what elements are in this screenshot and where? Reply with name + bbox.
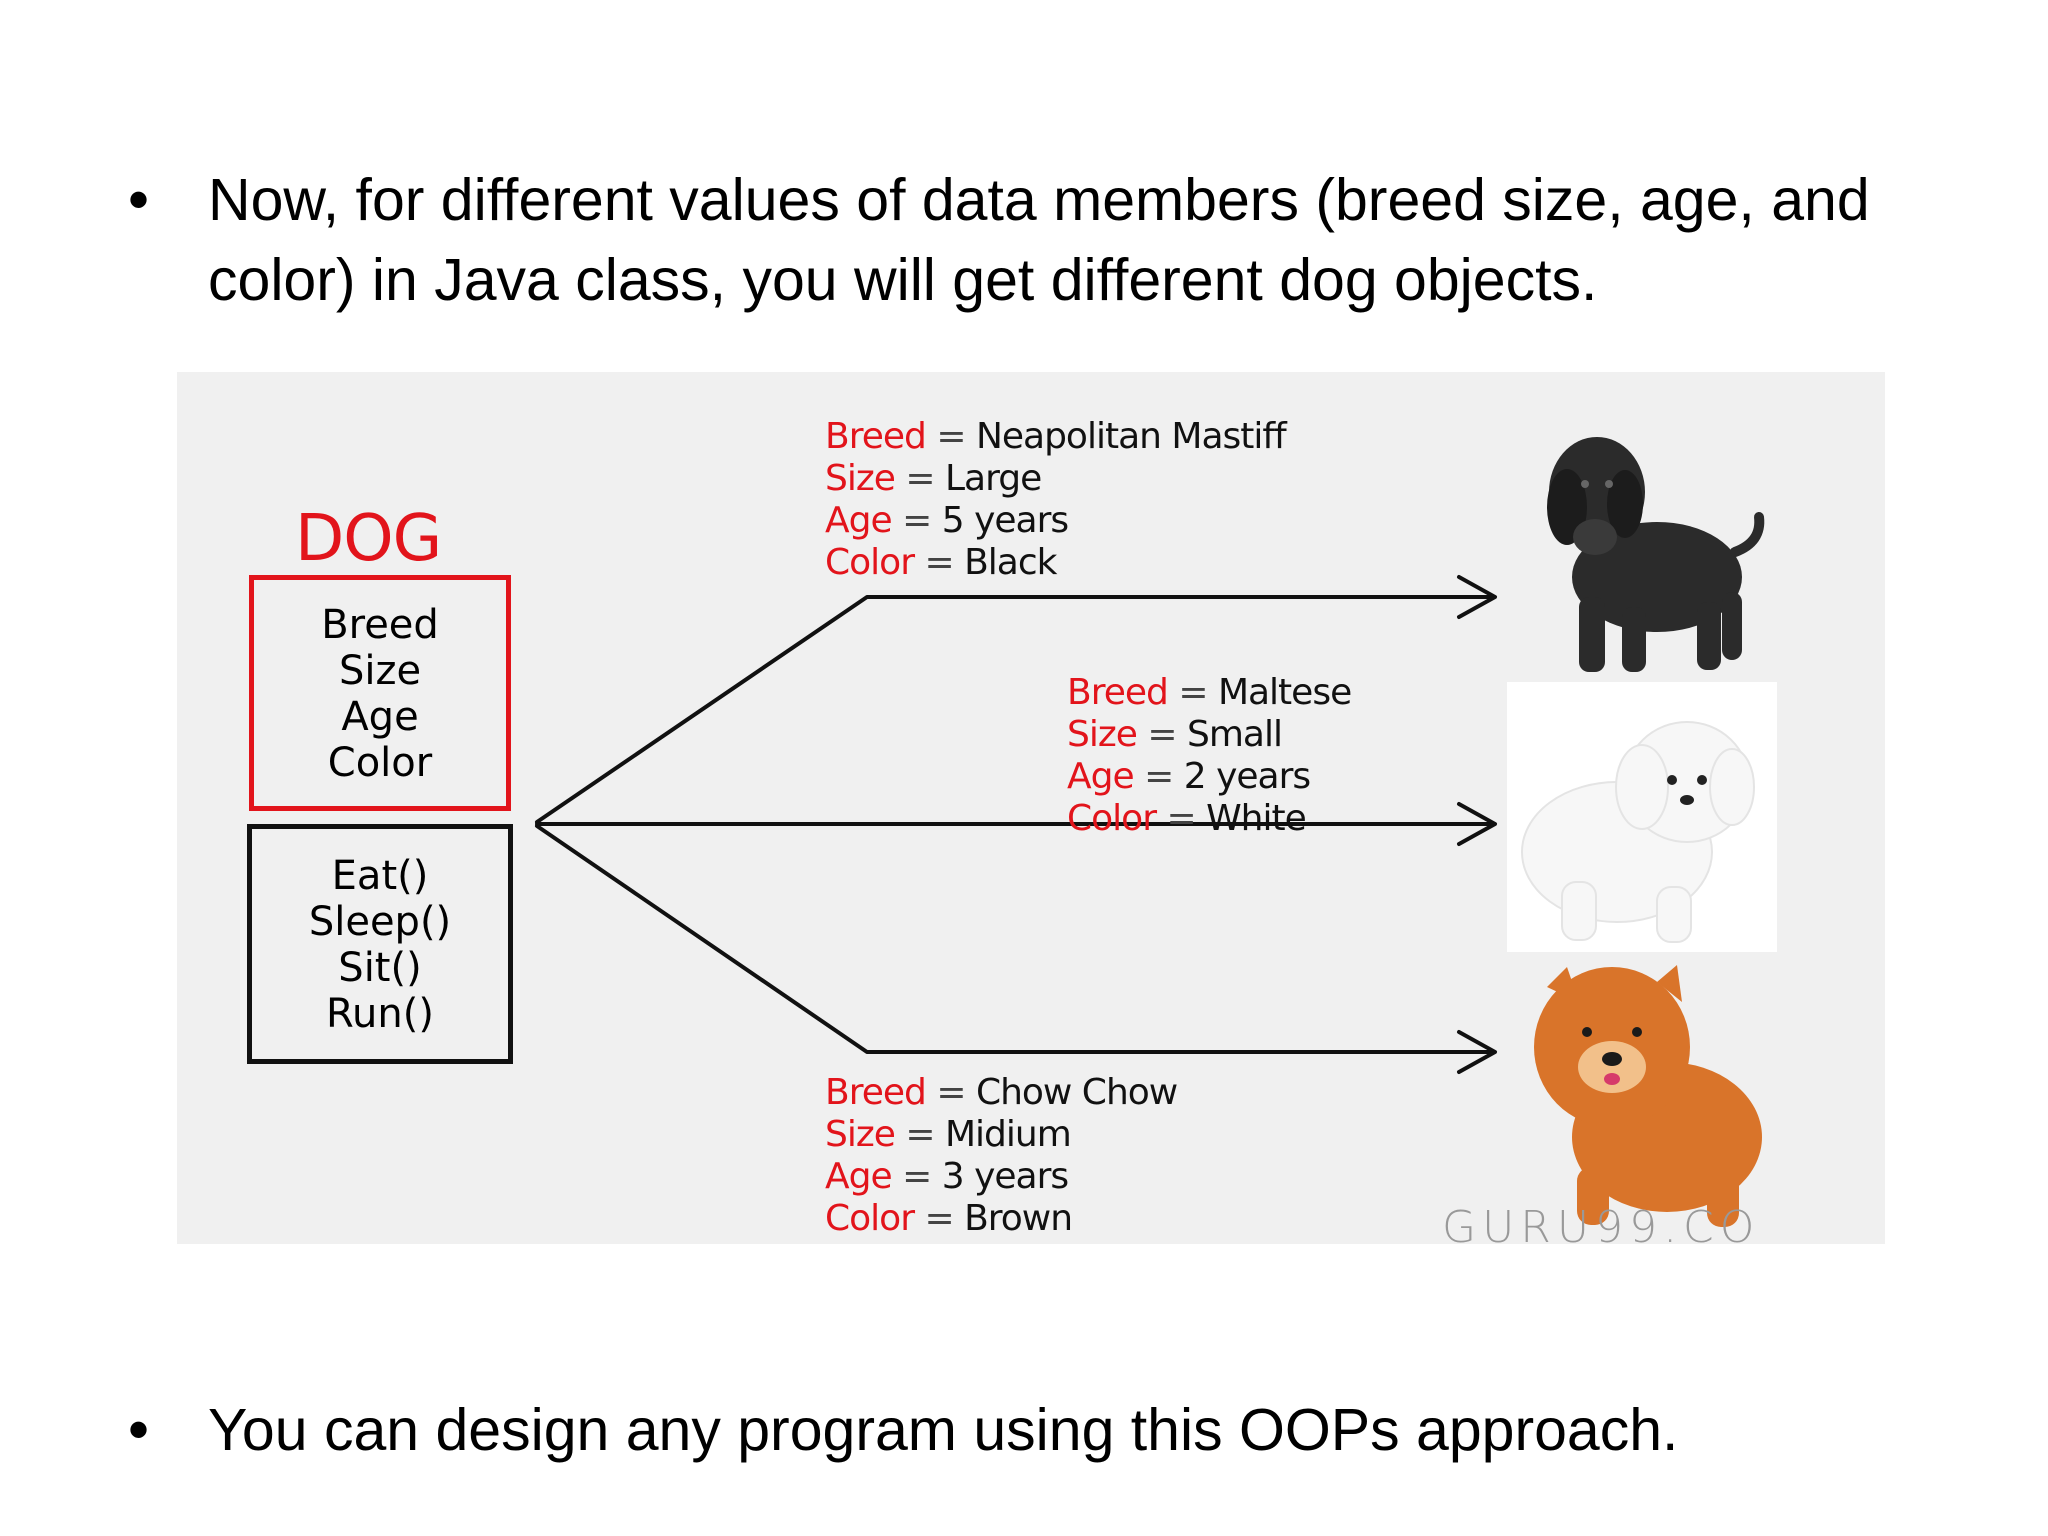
object-value: 2 years [1184, 756, 1310, 797]
attributes-box: Breed Size Age Color [249, 575, 511, 811]
brown-chow-chow-puppy-image [1517, 947, 1777, 1232]
object-row: Color = Black [825, 542, 1286, 584]
bullet-text: Now, for different values of data member… [208, 160, 1948, 320]
object-value: Small [1187, 714, 1282, 755]
bullet-text: You can design any program using this OO… [208, 1390, 1948, 1470]
object-key: Color [1067, 798, 1156, 839]
attribute-item: Color [254, 740, 506, 786]
object-label-maltese: Breed = Maltese Size = Small Age = 2 yea… [1067, 672, 1351, 840]
object-row: Breed = Maltese [1067, 672, 1351, 714]
bullet-item: • You can design any program using this … [128, 1390, 1948, 1480]
attribute-item: Breed [254, 602, 506, 648]
object-key: Age [825, 1156, 892, 1197]
object-row: Size = Large [825, 458, 1286, 500]
method-item: Sit() [252, 945, 508, 991]
object-key: Breed [825, 1072, 926, 1113]
attribute-item: Size [254, 648, 506, 694]
object-row: Age = 2 years [1067, 756, 1351, 798]
bullet-item: • Now, for different values of data memb… [128, 160, 1948, 330]
object-label-mastiff: Breed = Neapolitan Mastiff Size = Large … [825, 416, 1286, 584]
object-row: Age = 5 years [825, 500, 1286, 542]
black-mastiff-puppy-image [1507, 412, 1777, 682]
object-key: Size [825, 1114, 895, 1155]
object-value: 3 years [942, 1156, 1068, 1197]
class-name: DOG [295, 502, 495, 576]
object-row: Age = 3 years [825, 1156, 1177, 1198]
object-label-chow-chow: Breed = Chow Chow Size = Midium Age = 3 … [825, 1072, 1177, 1240]
object-value: Neapolitan Mastiff [976, 416, 1286, 457]
white-maltese-puppy-image [1507, 682, 1777, 952]
method-item: Run() [252, 991, 508, 1037]
object-row: Breed = Chow Chow [825, 1072, 1177, 1114]
object-key: Breed [825, 416, 926, 457]
object-value: 5 years [942, 500, 1068, 541]
object-key: Color [825, 1198, 914, 1239]
object-key: Age [825, 500, 892, 541]
object-value: Maltese [1218, 672, 1351, 713]
object-value: Midium [945, 1114, 1071, 1155]
object-key: Size [1067, 714, 1137, 755]
object-key: Age [1067, 756, 1134, 797]
object-row: Breed = Neapolitan Mastiff [825, 416, 1286, 458]
object-value: Large [945, 458, 1041, 499]
arrow-line-bottom [537, 826, 1492, 1052]
methods-box: Eat() Sleep() Sit() Run() [247, 824, 513, 1064]
bullet-symbol: • [128, 1390, 149, 1470]
object-row: Size = Small [1067, 714, 1351, 756]
attribute-item: Age [254, 694, 506, 740]
source-watermark: GURU99.CO [1442, 1202, 1882, 1244]
class-object-diagram: DOG Breed Size Age Color Eat() Sleep() S… [177, 372, 1885, 1244]
object-row: Color = Brown [825, 1198, 1177, 1240]
object-value: Black [964, 542, 1056, 583]
bullet-symbol: • [128, 160, 149, 240]
object-key: Color [825, 542, 914, 583]
method-item: Sleep() [252, 899, 508, 945]
object-key: Size [825, 458, 895, 499]
method-item: Eat() [252, 853, 508, 899]
object-value: White [1206, 798, 1306, 839]
object-value: Chow Chow [976, 1072, 1177, 1113]
object-value: Brown [964, 1198, 1072, 1239]
object-key: Breed [1067, 672, 1168, 713]
object-row: Size = Midium [825, 1114, 1177, 1156]
object-row: Color = White [1067, 798, 1351, 840]
